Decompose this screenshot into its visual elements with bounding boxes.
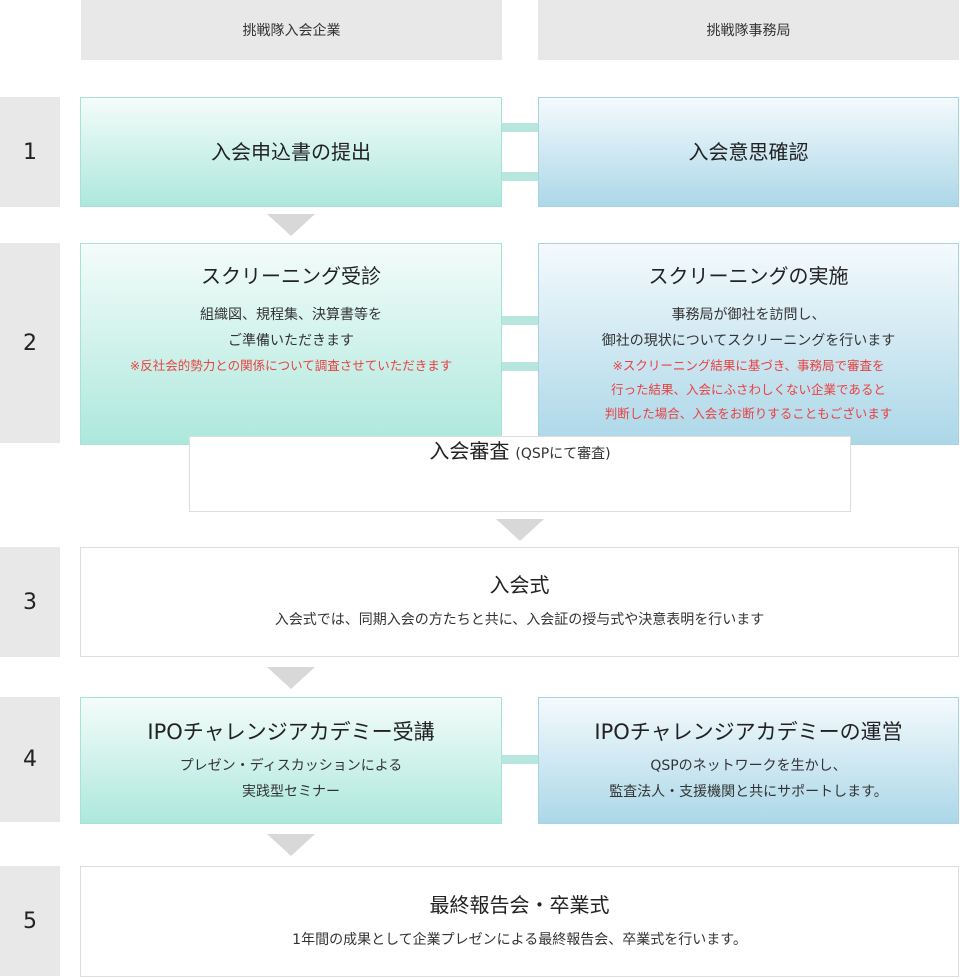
step2-office-note-3: 判断した場合、入会をお断りすることもございます [604,406,893,421]
step2-office-note-1: ※スクリーニング結果に基づき、事務局で審査を [612,358,885,373]
step4-member-title: IPOチャレンジアカデミー受講 [147,719,435,744]
step-number-2: 2 [0,243,60,443]
step5-box: 最終報告会・卒業式 1年間の成果として企業プレゼンによる最終報告会、卒業式を行い… [80,866,959,977]
step2-connector-top [502,316,538,325]
flow-arrow-3 [267,667,315,689]
step-number-5-label: 5 [23,908,37,934]
review-title: 入会審査 [429,439,510,463]
step1-connector-top [502,123,538,132]
step4-member-desc-2: 実践型セミナー [242,783,340,800]
step2-office-note-2: 行った結果、入会にふさわしくない企業であると [611,382,886,397]
step4-office-desc-1: QSPのネットワークを生かし、 [650,757,847,774]
step2-office-desc-1: 事務局が御社を訪問し、 [671,307,826,323]
step4-office-title: IPOチャレンジアカデミーの運営 [594,719,903,744]
step2-office-box: スクリーニングの実施 事務局が御社を訪問し、 御社の現状についてスクリーニングを… [538,243,959,445]
step-number-5: 5 [0,866,60,976]
step2-member-title: スクリーニング受診 [201,264,381,288]
step2-member-desc-2: ご準備いただきます [228,333,354,349]
step2-member-desc-1: 組織図、規程集、決算書等を [200,307,382,323]
column-header-office-label: 挑戦隊事務局 [706,23,791,39]
step3-box: 入会式 入会式では、同期入会の方たちと共に、入会証の授与式や決意表明を行います [80,547,959,657]
step3-desc: 入会式では、同期入会の方たちと共に、入会証の授与式や決意表明を行います [274,612,765,628]
flow-arrow-2 [496,519,544,541]
step5-title: 最終報告会・卒業式 [429,892,610,917]
step-number-3-label: 3 [23,589,37,615]
step2-connector-bottom [502,362,538,371]
step2-office-title: スクリーニングの実施 [648,264,849,288]
step-number-1-label: 1 [23,139,37,165]
step-number-3: 3 [0,547,60,657]
review-box: 入会審査 (QSPにて審査) [189,436,851,512]
step2-member-note: ※反社会的勢力との関係について調査させていただきます [129,358,453,373]
step2-office-desc-2: 御社の現状についてスクリーニングを行います [601,333,896,349]
step4-office-box: IPOチャレンジアカデミーの運営 QSPのネットワークを生かし、 監査法人・支援… [538,697,959,824]
column-header-member-label: 挑戦隊入会企業 [242,23,341,39]
step4-member-box: IPOチャレンジアカデミー受講 プレゼン・ディスカッションによる 実践型セミナー [80,697,502,824]
step-number-4: 4 [0,697,60,822]
step1-member-box: 入会申込書の提出 [80,97,502,207]
step4-office-desc-2: 監査法人・支援機関と共にサポートします。 [609,783,888,800]
step2-member-box: スクリーニング受診 組織図、規程集、決算書等を ご準備いただきます ※反社会的勢… [80,243,502,445]
step4-member-desc-1: プレゼン・ディスカッションによる [179,757,403,774]
flow-arrow-4 [267,834,315,856]
column-header-office: 挑戦隊事務局 [538,0,959,60]
step1-connector-bottom [502,172,538,181]
column-header-member: 挑戦隊入会企業 [81,0,502,60]
step5-desc: 1年間の成果として企業プレゼンによる最終報告会、卒業式を行います。 [292,931,747,948]
step1-office-box: 入会意思確認 [538,97,959,207]
step-number-4-label: 4 [23,747,37,772]
step-number-2-label: 2 [23,330,37,356]
step1-member-title: 入会申込書の提出 [211,140,371,164]
step1-office-title: 入会意思確認 [688,140,809,164]
flow-arrow-1 [267,214,315,236]
step4-connector [502,755,538,764]
step-number-1: 1 [0,97,60,207]
review-subtitle: (QSPにて審査) [515,446,611,462]
step3-title: 入会式 [489,573,550,597]
